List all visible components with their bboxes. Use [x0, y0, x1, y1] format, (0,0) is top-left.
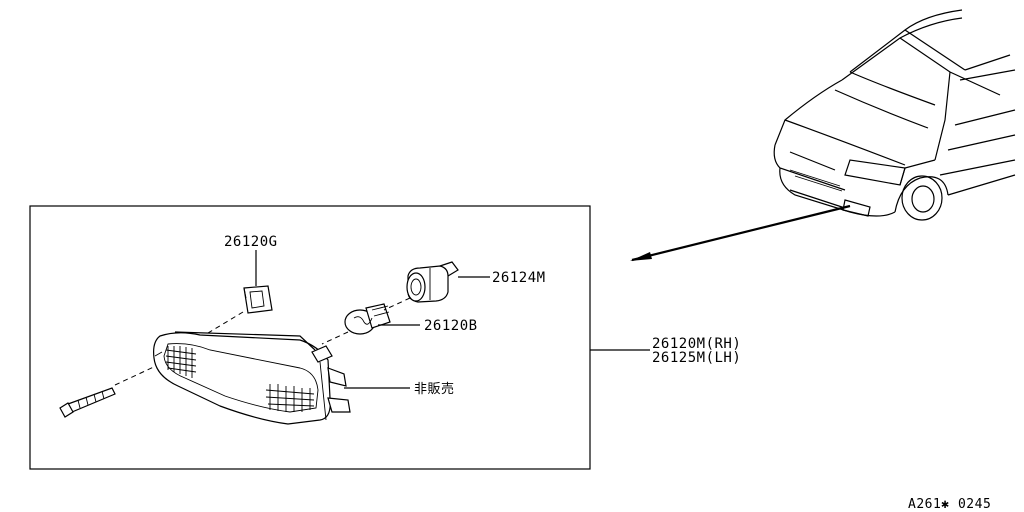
part-label-not-sold: 非販売 [414, 381, 455, 397]
figure-code: A261✱ 0245 [908, 497, 991, 512]
car-illustration [773, 9, 1016, 221]
part-label-assembly-lh: 26125M(LH) [652, 350, 741, 366]
assembly-line-socket [383, 297, 411, 311]
part-label-assembly-rh: 26120M(RH) [652, 336, 741, 352]
part-label-bulb: 26120B [424, 318, 478, 334]
bulb-part [344, 303, 391, 335]
turn-signal-lamp [153, 331, 351, 425]
assembly-line-bulb [321, 331, 349, 345]
assembly-line-screw [114, 364, 159, 386]
assembly-line-clip [187, 311, 244, 346]
clip-part [243, 285, 273, 314]
parts-frame [29, 205, 591, 470]
part-label-socket: 26124M [492, 270, 546, 286]
screw-part [59, 387, 116, 418]
part-label-clip: 26120G [224, 234, 278, 250]
callout-arrow [630, 204, 851, 262]
socket-part [406, 261, 459, 303]
